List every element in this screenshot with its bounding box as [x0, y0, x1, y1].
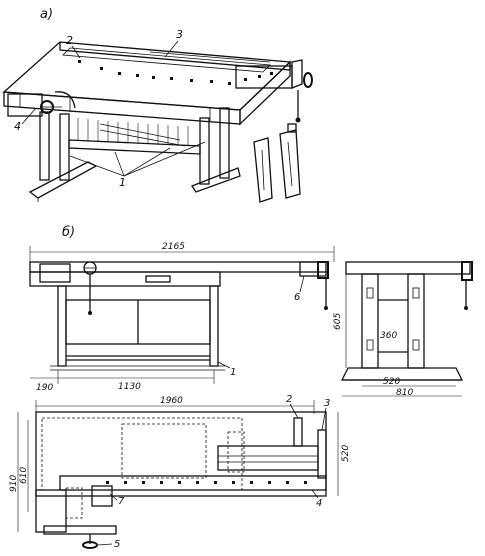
callout-4: 4 [14, 120, 21, 133]
side-base [340, 367, 464, 381]
shelf-hatching [77, 118, 189, 146]
plan-front-board [59, 475, 327, 491]
figure-a-label: а) [40, 7, 53, 22]
plan-callout-7: 7 [118, 496, 125, 507]
plan-view: 1960 [9, 394, 351, 550]
bench-dog-holes [78, 60, 273, 85]
callout-3: 3 [176, 28, 183, 41]
plan-callout-5: 5 [114, 539, 120, 550]
vise-handle-knob-icon [303, 72, 313, 88]
dim-height: 605 [333, 313, 343, 330]
figure-b-label: б) [62, 225, 75, 240]
perspective-view: а) [2, 7, 313, 203]
orthographic-views: б) 2165 [9, 225, 473, 550]
plan-callout-2: 2 [286, 394, 292, 405]
side-elevation: 605 360 520 810 [333, 261, 473, 398]
side-top-board [345, 261, 471, 275]
callout-2: 2 [66, 34, 73, 47]
plan-vise-handle-icon [82, 541, 98, 549]
dim-top-length: 1960 [160, 396, 183, 406]
callout-1: 1 [119, 176, 126, 189]
plan-callout-3: 3 [324, 398, 330, 409]
tail-vise [235, 59, 313, 123]
dim-overall-length: 2165 [162, 242, 185, 252]
dim-base-inner: 520 [383, 377, 400, 387]
drawer [145, 275, 171, 283]
dim-depth: 520 [341, 445, 351, 462]
callout-6: 6 [294, 292, 300, 303]
dim-base-outer: 810 [396, 388, 413, 398]
dim-width-inner: 610 [19, 467, 29, 484]
front-top-board [29, 261, 329, 273]
front-vise [7, 91, 76, 117]
dim-width-outer: 910 [9, 475, 19, 492]
front-elevation: 2165 [29, 242, 335, 393]
plan-dog-holes [106, 481, 307, 484]
dim-leg-span: 1130 [118, 382, 141, 392]
detached-parts [253, 123, 301, 203]
dim-left-offset: 190 [36, 383, 53, 393]
callout-1b: 1 [230, 367, 236, 378]
dim-inner-width: 360 [380, 331, 397, 341]
bench-top [2, 41, 292, 111]
plan-callout-4: 4 [316, 498, 322, 509]
callout-1-leaders [69, 141, 206, 177]
underframe [28, 107, 241, 202]
